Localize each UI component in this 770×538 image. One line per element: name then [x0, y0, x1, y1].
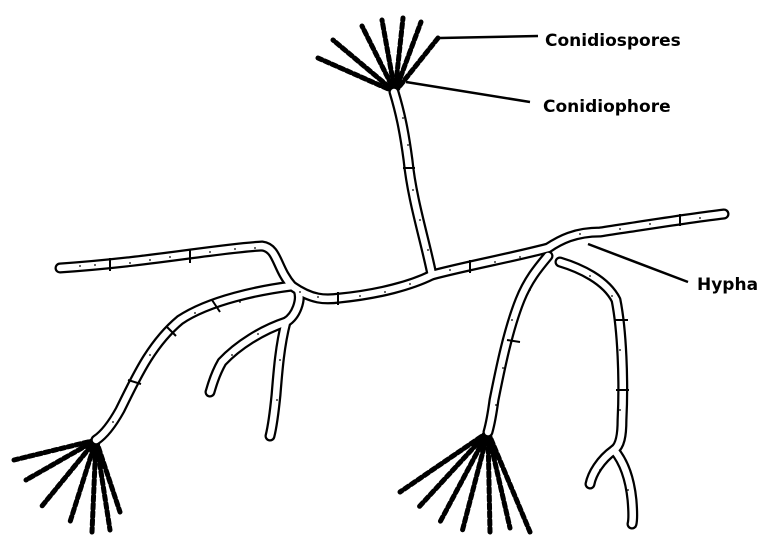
hypha-leader — [588, 244, 688, 282]
hypha-walls — [60, 92, 724, 524]
conidiospores-leader — [440, 36, 538, 38]
cytoplasm-stipple — [79, 117, 701, 491]
conidiospores-label: Conidiospores — [545, 31, 681, 51]
hypha-label: Hypha — [697, 275, 758, 295]
conidiophore-label: Conidiophore — [543, 97, 671, 117]
conidiophore-leader — [406, 82, 530, 102]
